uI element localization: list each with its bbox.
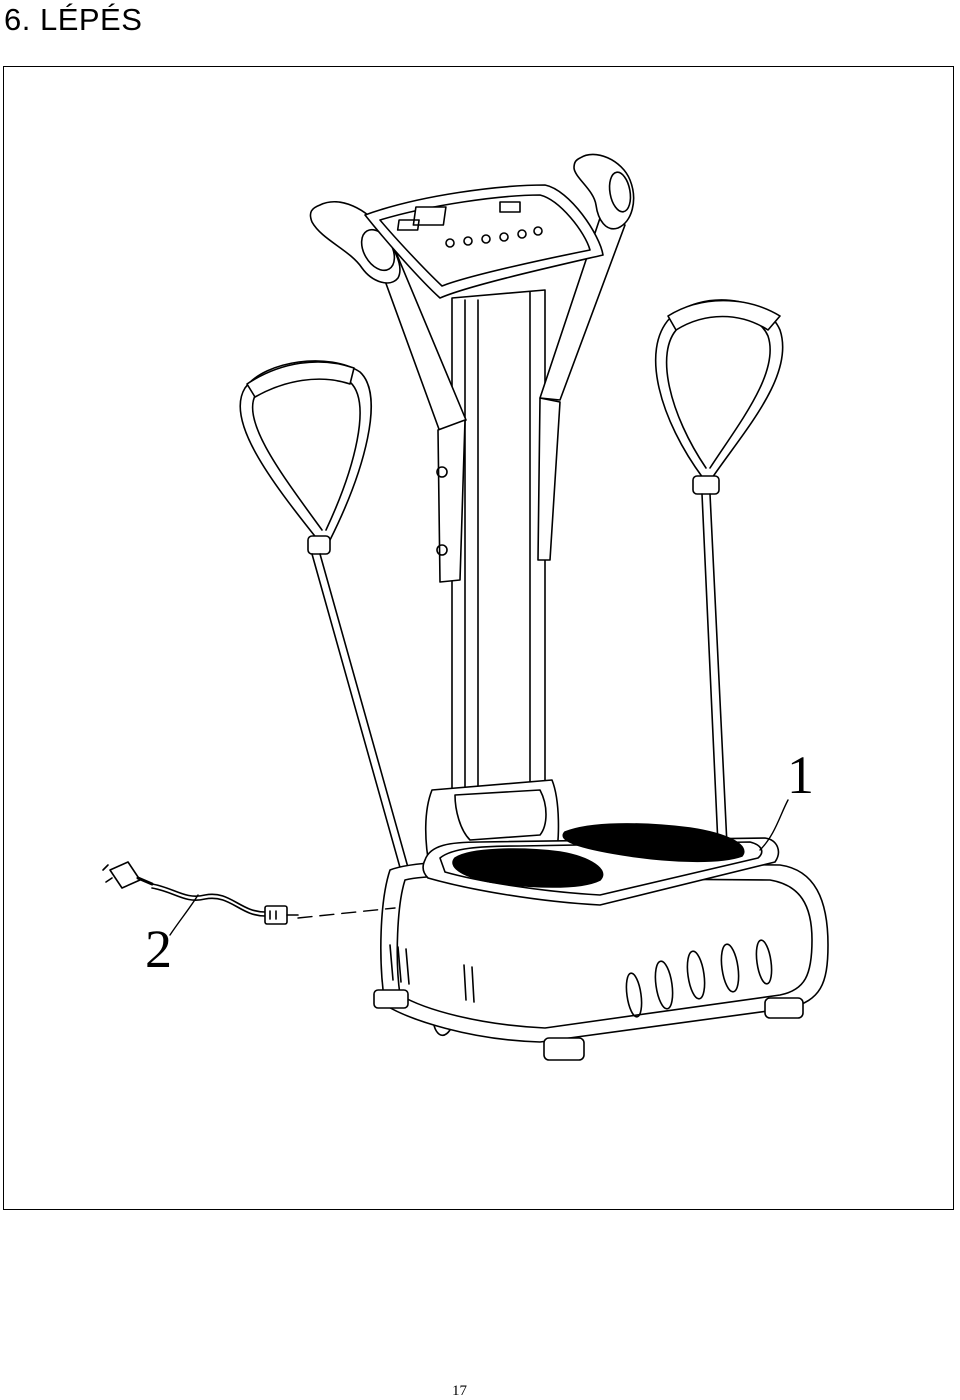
leader-line-2: [169, 894, 199, 936]
figure-frame: [3, 66, 954, 1210]
foot-platform: [422, 823, 780, 906]
handlebar-arms: [309, 153, 635, 583]
leader-line-1: [759, 799, 789, 851]
right-resistance-band: [654, 299, 784, 846]
callout-label-2: 2: [145, 919, 172, 979]
callout-label-1: 1: [787, 745, 814, 805]
power-cord: [102, 861, 299, 925]
step-heading: 6. LÉPÉS: [4, 2, 143, 37]
page-number: 17: [452, 1383, 467, 1399]
control-console: [364, 184, 604, 299]
cord-connection-dashes: [297, 907, 396, 919]
